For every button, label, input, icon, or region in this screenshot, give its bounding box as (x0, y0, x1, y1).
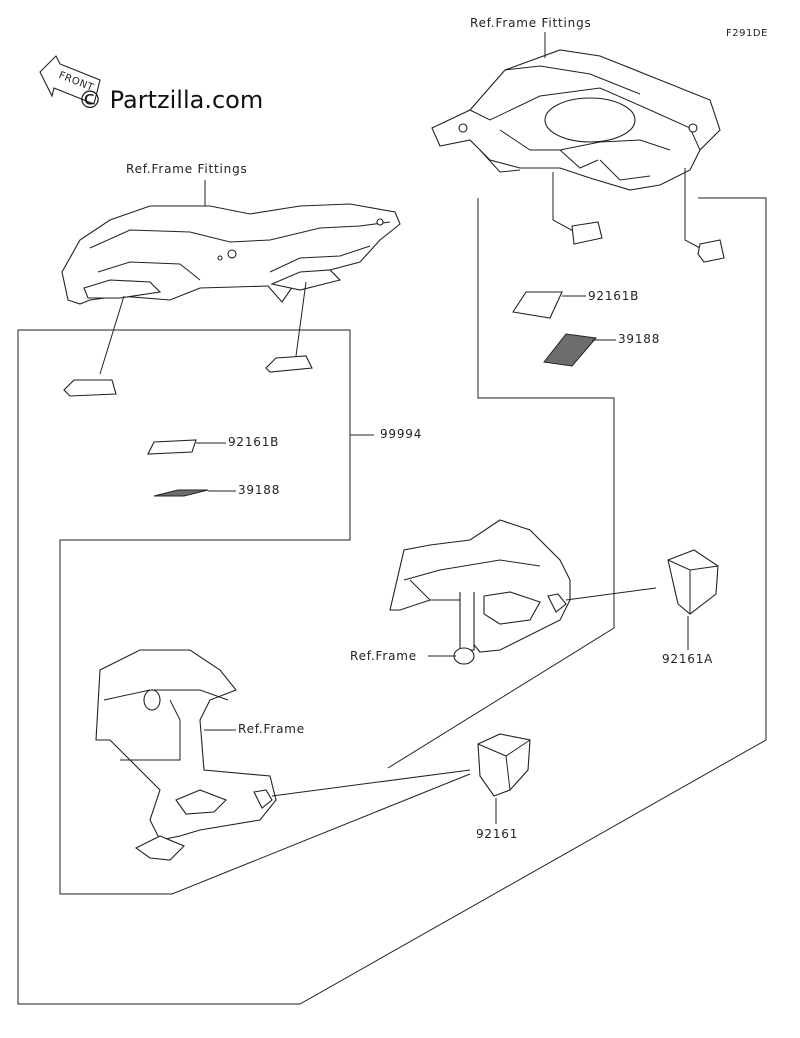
part-92161a (667, 549, 719, 615)
part-92161b-right (512, 291, 563, 319)
label-39188-left: 39188 (238, 483, 280, 497)
part-39188-right (543, 333, 597, 367)
frame-detail-right (389, 519, 571, 665)
pad-right-a (571, 221, 603, 245)
frame-fitting-top-right (431, 49, 721, 191)
pad-right-b (697, 239, 725, 263)
partzilla-watermark: © Partzilla.com (78, 86, 263, 114)
diagram-code: F291DE (726, 28, 768, 39)
label-92161b-right: 92161B (588, 289, 639, 303)
label-ref-frame-fittings-left: Ref.Frame Fittings (126, 162, 248, 176)
pad-left-b (265, 355, 313, 373)
label-ref-frame-fittings-top: Ref.Frame Fittings (470, 16, 592, 30)
part-92161 (477, 733, 531, 797)
part-39188-left (153, 489, 209, 497)
label-92161b-left: 92161B (228, 435, 279, 449)
pad-left-a (63, 379, 117, 397)
label-ref-frame-left: Ref.Frame (238, 722, 305, 736)
label-92161a: 92161A (662, 652, 713, 666)
frame-fitting-left (61, 203, 401, 305)
label-ref-frame-right: Ref.Frame (350, 649, 417, 663)
label-99994: 99994 (380, 427, 422, 441)
label-92161: 92161 (476, 827, 518, 841)
label-39188-right: 39188 (618, 332, 660, 346)
frame-detail-left (95, 649, 277, 861)
part-92161b-left (147, 439, 197, 455)
